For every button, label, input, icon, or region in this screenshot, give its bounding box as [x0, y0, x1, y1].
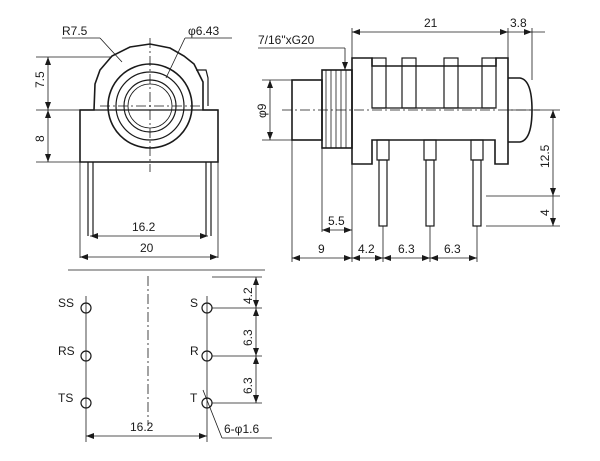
side-pin-1-notch	[376, 139, 390, 161]
dim-arrows-pcb-right	[253, 277, 259, 403]
side-tab-3	[443, 57, 459, 109]
side-tab-4	[481, 57, 497, 109]
pcb-dim-pitch-a: 4.2	[241, 287, 255, 304]
front-view: R7.5 φ6.43 7.5 8 16.2 20	[33, 24, 232, 260]
side-tab-2	[401, 57, 417, 109]
thread-label: 7/16"xG20	[258, 33, 315, 47]
pin-label-s: S	[190, 296, 198, 310]
pin-label-ss: SS	[58, 296, 74, 310]
dim-body-height: 8	[33, 135, 47, 142]
dim-arrows-bottom	[292, 255, 477, 261]
side-tab-1	[371, 57, 387, 109]
dim-length: 21	[424, 16, 438, 30]
diameter-leader	[165, 37, 186, 79]
dim-sleeve: 5.5	[328, 214, 345, 228]
pcb-dim-span: 16.2	[130, 420, 154, 434]
pin-label-t: T	[190, 391, 198, 405]
side-pin-3-notch	[470, 139, 484, 161]
side-pin-1	[378, 159, 388, 227]
front-clip	[196, 69, 209, 106]
side-pin-2	[425, 159, 435, 227]
dim-arrow-tip	[524, 29, 532, 35]
hole-note: 6-φ1.6	[224, 422, 259, 436]
dim-diameter: φ9	[255, 103, 269, 118]
dim-pitch-c: 6.3	[444, 242, 461, 256]
side-view: 21 3.8 7/16"xG20 φ9 12.5 4 5.5	[255, 16, 560, 262]
front-body-outline	[79, 43, 219, 163]
pcb-dim-pitch-c: 6.3	[241, 377, 255, 394]
diameter-label: φ6.43	[188, 24, 219, 38]
dim-total-width: 20	[140, 241, 154, 255]
dim-pitch-b: 6.3	[398, 242, 415, 256]
side-body	[351, 57, 509, 165]
dim-tip: 3.8	[510, 16, 527, 30]
side-pins	[376, 139, 484, 227]
hole-leader	[202, 389, 223, 439]
dim-arrows-left	[45, 57, 51, 162]
dim-pin-height: 12.5	[538, 144, 552, 168]
pcb-layout: SS RS TS S R T 4.2 6.3 6.3 16.2 6-φ1.6	[58, 269, 272, 442]
radius-label: R7.5	[62, 24, 88, 38]
socket-middle-ring	[115, 71, 185, 141]
pin-label-r: R	[190, 344, 199, 358]
pcb-dim-pitch-b: 6.3	[241, 329, 255, 346]
side-pin-2-notch	[423, 139, 437, 161]
thread-arrow	[342, 62, 348, 70]
side-pin-3	[472, 159, 482, 227]
dim-pitch-a: 4.2	[358, 242, 375, 256]
dim-arrows-sleeve	[322, 227, 352, 233]
dim-nose: 9	[318, 242, 325, 256]
pin-label-ts: TS	[58, 391, 73, 405]
dim-top-height: 7.5	[33, 71, 47, 88]
dim-pin-tail: 4	[538, 209, 552, 216]
radius-leader	[99, 37, 123, 63]
side-sleeve	[321, 69, 353, 149]
dim-pin-span: 16.2	[132, 220, 156, 234]
pin-label-rs: RS	[58, 344, 75, 358]
